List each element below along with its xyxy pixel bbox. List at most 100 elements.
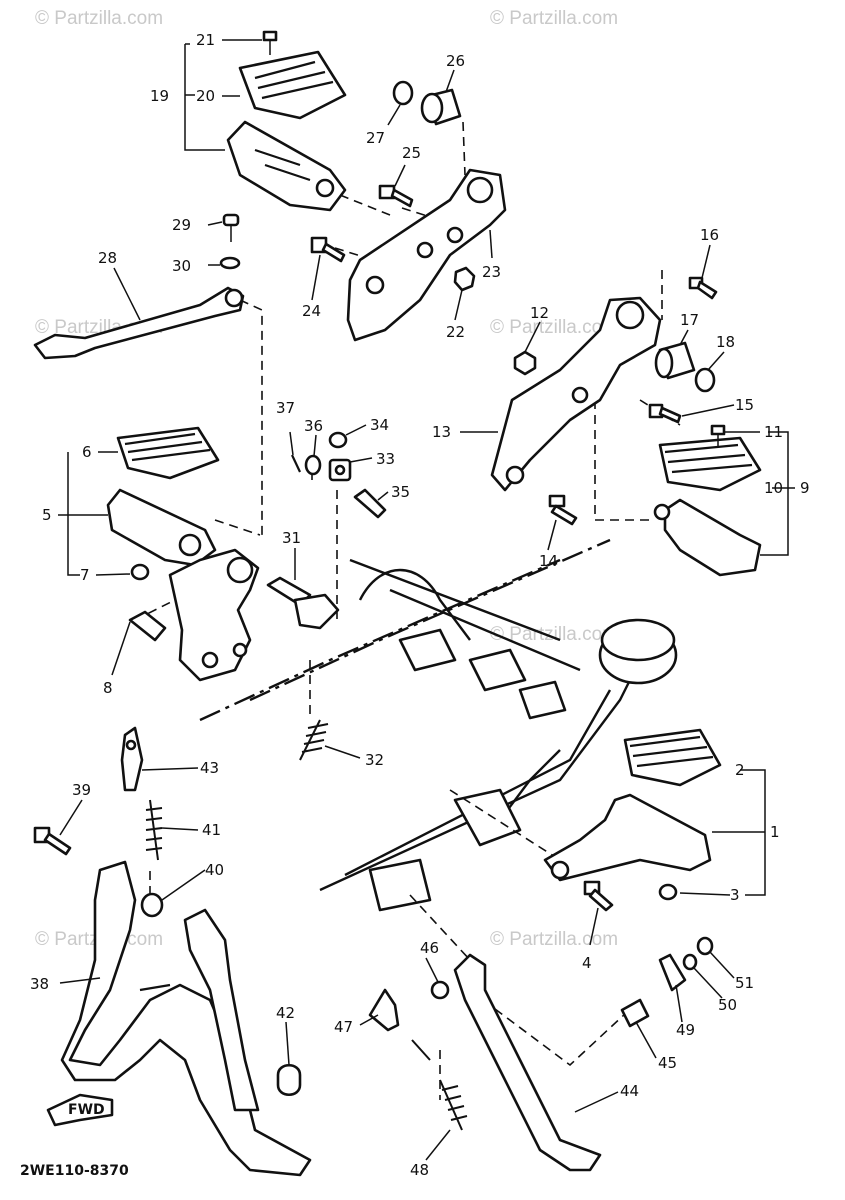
callout-4: 4 [582,954,592,972]
main-stand [60,860,312,1177]
front-right-footrest [543,793,712,882]
callout-labels: 1 2 3 4 5 6 7 8 9 10 11 12 13 14 15 16 1… [30,31,810,1179]
front-footrest [106,488,217,567]
callout-15: 15 [735,396,754,414]
callout-21: 21 [196,31,215,49]
callout-1: 1 [770,823,780,841]
stopper-42 [276,1063,302,1097]
callout-34: 34 [370,416,389,434]
side-stand [453,953,602,1172]
callout-36: 36 [304,417,323,435]
bolt-21 [262,30,278,55]
watermark: © Partzilla.com [490,8,618,29]
callout-2: 2 [735,761,745,779]
callout-16: 16 [700,226,719,244]
callout-42: 42 [276,1004,295,1022]
bolt-4 [583,880,614,912]
callout-38: 38 [30,975,49,993]
rear-footrest [226,120,347,212]
nut-3 [658,883,678,901]
callout-44: 44 [620,1082,639,1100]
bracket-49 [658,953,687,992]
callout-37: 37 [276,399,295,417]
callout-14: 14 [539,552,558,570]
callout-41: 41 [202,821,221,839]
watermark-layer: © Partzilla.com © Partzilla.com © Partzi… [35,8,618,950]
bolt-16 [688,276,718,300]
callout-10: 10 [764,479,783,497]
bushing-17 [654,341,696,380]
frame-bracket [468,648,527,692]
front-footrest-bracket [168,548,260,682]
rear-right-footrest [653,498,762,577]
spring-32 [299,719,329,761]
collar-27 [392,80,414,106]
frame-bracket [453,788,522,847]
callout-13: 13 [432,423,451,441]
callout-48: 48 [410,1161,429,1179]
watermark: © Partzilla.com [35,8,163,29]
front-footrest-rubber [116,426,220,480]
callout-39: 39 [72,781,91,799]
callout-50: 50 [718,996,737,1014]
joint-33 [328,458,352,482]
callout-17: 17 [680,311,699,329]
nut-12 [513,350,537,376]
callout-35: 35 [391,483,410,501]
callout-43: 43 [200,759,219,777]
callout-18: 18 [716,333,735,351]
frame-pivot-boss-top [600,618,676,662]
callout-25: 25 [402,144,421,162]
washer-30 [219,256,241,270]
leader-lines [58,39,795,1161]
bolt-39 [33,826,72,856]
fwd-arrow-icon: FWD [46,1093,114,1127]
callout-26: 26 [446,52,465,70]
switch-45 [620,998,650,1028]
rear-footrest-bracket [346,168,507,342]
callout-24: 24 [302,302,321,320]
bolt-11 [710,424,726,446]
brake-pedal [33,286,245,360]
callout-19: 19 [150,87,169,105]
collar-40 [140,892,164,918]
rear-footrest-rubber [238,50,347,120]
callout-28: 28 [98,249,117,267]
collar-51 [696,936,714,956]
frame-bracket [518,680,567,720]
washer-36 [304,454,322,476]
callout-6: 6 [82,443,92,461]
front-right-footrest-rubber [623,728,722,787]
callout-27: 27 [366,129,385,147]
nut-22 [453,266,476,292]
washer-50 [682,953,698,971]
watermark: © Partzilla.com [490,317,618,338]
callout-51: 51 [735,974,754,992]
spring-hook-47 [368,988,400,1032]
shaft-31 [266,576,340,630]
callout-33: 33 [376,450,395,468]
callout-46: 46 [420,939,439,957]
bolt-24 [310,236,346,263]
spring-48 [411,1039,468,1131]
callout-40: 40 [205,861,224,879]
callout-32: 32 [365,751,384,769]
bolt-35 [353,488,387,519]
callout-30: 30 [172,257,191,275]
nut-7 [130,563,150,581]
callout-7: 7 [80,566,90,584]
bolt-29 [222,213,240,242]
bolt-14 [548,494,578,526]
collar-18 [694,367,716,393]
rear-right-bracket [490,296,662,492]
callout-45: 45 [658,1054,677,1072]
callout-23: 23 [482,263,501,281]
rear-right-footrest-rubber [658,436,762,492]
callout-22: 22 [446,323,465,341]
callout-47: 47 [334,1018,353,1036]
callout-12: 12 [530,304,549,322]
bolt-15 [648,403,682,424]
callout-8: 8 [103,679,113,697]
drawing-code: 2WE110-8370 [20,1163,129,1179]
